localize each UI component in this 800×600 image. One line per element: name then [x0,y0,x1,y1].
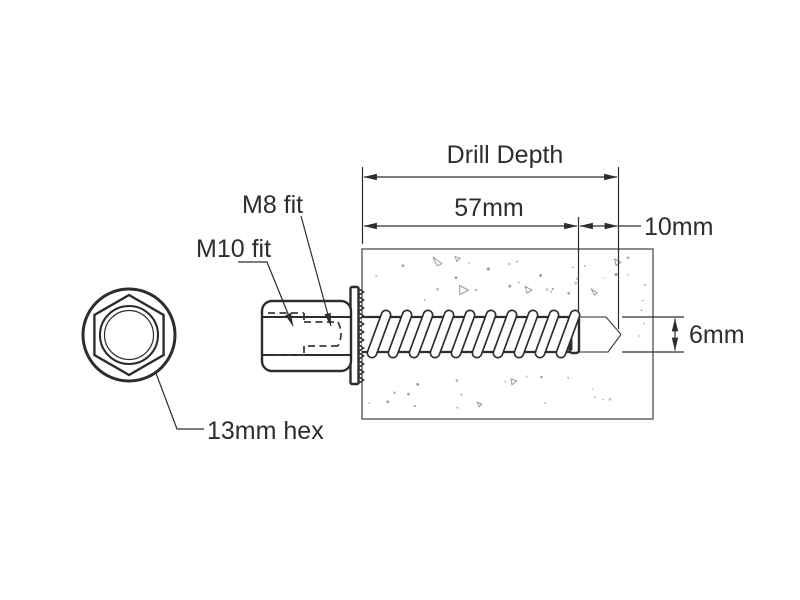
m8-leader [300,215,332,327]
thread-turn-face [494,311,516,357]
hex-size-leader [150,359,204,430]
concrete-speckle-dot [423,299,426,301]
labels: Drill Depth 57mm 10mm 6mm M8 fit M10 fit… [196,141,745,445]
concrete-speckle-dot [475,288,478,292]
hex-size-label: 13mm hex [207,417,324,445]
concrete-speckle-dot [401,264,405,268]
concrete-speckles [368,255,646,409]
concrete-block [361,248,654,420]
concrete-speckle-dot [375,275,378,278]
concrete-speckle-dot [386,400,390,404]
concrete-speckle-dot [504,380,507,383]
concrete-speckle-dot [368,402,371,405]
concrete-aggregate-triangle [590,288,598,296]
concrete-aggregate-triangle [432,256,443,267]
concrete-speckle-dot [518,281,520,284]
concrete-speckle-dot [544,401,547,405]
thread-turn-face [557,311,579,357]
concrete-speckle-dot [486,267,490,271]
concrete-speckle-dot [614,272,618,277]
hex-head-outline [260,299,353,373]
concrete-speckle-dot [608,397,612,401]
drilled-hole [579,316,622,353]
concrete-speckle-dot [436,287,439,291]
hex-head-front-view [81,287,177,383]
concrete-aggregate-triangle [454,255,461,263]
hex-socket-outline [93,293,165,377]
hole-diameter-label: 6mm [689,321,745,349]
concrete-speckle-dot [551,287,555,291]
concrete-speckle-dot [567,376,570,379]
concrete-speckle-dot [574,281,578,285]
concrete-speckle-dot [572,266,574,269]
dimensions [361,167,684,353]
concrete-aggregate-triangle [524,285,533,294]
thread-turn-face [431,311,453,357]
concrete-speckle-dot [508,284,512,288]
concrete-speckle-dot [550,290,552,293]
thread-bore-circle-inner [103,309,155,361]
concrete-speckle-dot [416,382,420,386]
concrete-speckle-dot [539,274,543,277]
concrete-speckle-dot [567,291,571,295]
hole-top-line [579,316,622,335]
concrete-speckle-dot [468,262,470,265]
concrete-speckle-dot [603,277,606,279]
thread-bore-circle-outer [98,304,160,366]
m10-fit-label: M10 fit [196,235,271,263]
concrete-speckle-dot [525,375,528,378]
thread-turn-face [473,311,495,357]
concrete-speckle-dot [413,404,416,408]
thread-turn-face [410,311,432,357]
thread-turn-face [368,311,390,357]
concrete-speckle-dot [627,273,630,276]
concrete-speckle-dot [460,393,463,396]
concrete-speckle-dot [455,379,459,382]
hex-head-side-view [260,299,353,373]
thread-turn-face [452,311,474,357]
thread-turn-face [389,311,411,357]
concrete-speckle-dot [407,392,410,396]
thread-turn-face [536,311,558,357]
concrete-speckle-dot [454,276,458,280]
concrete-speckle-dot [508,262,511,266]
concrete-speckle-dot [643,322,646,325]
concrete-speckle-dot [393,391,396,394]
concrete-aggregate-triangle [613,258,622,267]
concrete-speckle-dot [591,388,594,390]
concrete-speckle-dot [540,375,543,379]
concrete-speckle-dot [643,283,646,287]
m10-leader [238,261,294,327]
concrete-speckle-dot [638,335,641,337]
m8-fit-label: M8 fit [242,191,303,219]
thread-turn-face [515,311,537,357]
concrete-aggregate-triangle [476,401,483,408]
hole-bottom-line [579,334,622,353]
embedment-label: 57mm [454,194,523,222]
concrete-aggregate-triangle [510,378,518,386]
concrete-speckle-dot [515,260,518,263]
concrete-speckle-dot [626,256,630,260]
concrete-speckle-dot [584,265,586,267]
screw-shank [362,309,581,359]
concrete-aggregate-triangle [459,284,470,296]
concrete-speckle-dot [640,309,643,312]
tip-allowance-label: 10mm [644,213,713,241]
concrete-speckle-dot [593,396,596,399]
concrete-speckle-dot [456,406,459,409]
concrete-speckle-dot [641,299,644,302]
leader-lines [150,215,332,430]
drill-depth-label: Drill Depth [447,141,564,169]
concrete-speckle-dot [545,288,549,291]
screw-threads [366,309,581,359]
concrete-speckle-dot [602,398,604,401]
